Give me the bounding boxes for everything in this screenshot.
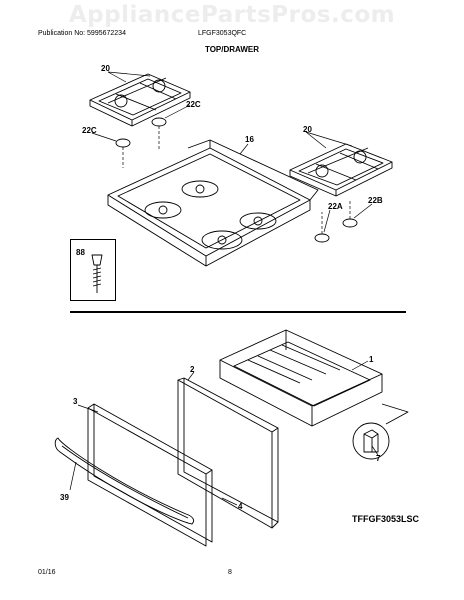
section-divider <box>70 311 406 313</box>
grate-foot-22c-left <box>115 138 131 148</box>
callout-22a: 22A <box>328 202 343 211</box>
drawer-body <box>219 329 383 427</box>
grate-left <box>89 73 191 127</box>
callout-22c-right: 22C <box>186 100 201 109</box>
callout-7: 7 <box>376 454 381 463</box>
callout-leaders <box>69 71 379 506</box>
callout-22c-left: 22C <box>82 126 97 135</box>
footer-date: 01/16 <box>38 569 56 576</box>
diagram-code: TFFGF3053LSC <box>351 514 419 524</box>
callout-39: 39 <box>60 493 69 502</box>
grate-right <box>289 143 393 197</box>
section-title: TOP/DRAWER <box>204 45 260 54</box>
drawer-handle <box>54 437 195 525</box>
callout-88: 88 <box>76 248 85 257</box>
grate-foot-22c-right <box>151 117 167 127</box>
drawer-front-panel <box>87 403 213 547</box>
callout-20-left: 20 <box>101 64 110 73</box>
grate-foot-22b <box>342 218 358 228</box>
callout-20-right: 20 <box>303 125 312 134</box>
model-number: LFGF3053QFC <box>198 30 247 37</box>
top-leader-lines <box>122 126 351 234</box>
callout-3: 3 <box>73 397 78 406</box>
publication-number: Publication No: 5995672234 <box>38 30 126 37</box>
callout-22b: 22B <box>368 196 383 205</box>
page-number: 8 <box>228 569 232 576</box>
drawer-liner-panel <box>177 377 279 529</box>
callout-2: 2 <box>190 365 195 374</box>
callout-16: 16 <box>245 135 254 144</box>
leveler-leg <box>91 254 103 293</box>
cooktop-main-top <box>107 139 319 267</box>
callout-1: 1 <box>369 355 374 364</box>
watermark: AppliancePartsPros.com <box>68 2 396 28</box>
grate-foot-22a <box>314 233 330 243</box>
glide-inset <box>352 403 409 460</box>
callout-4: 4 <box>238 502 243 511</box>
